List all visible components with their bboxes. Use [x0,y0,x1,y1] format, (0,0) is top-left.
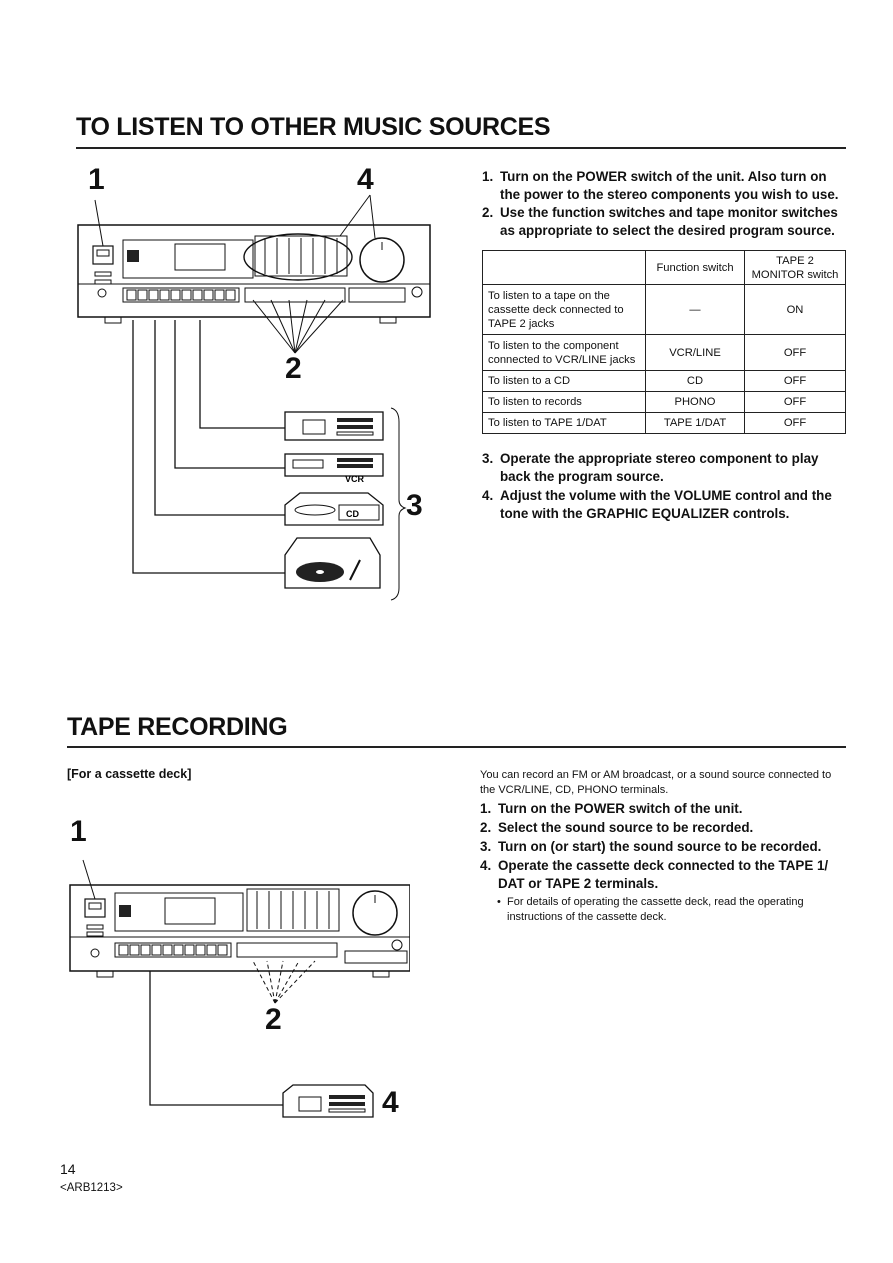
rec-step-1: 1. Turn on the POWER switch of the unit. [480,801,743,816]
cd-label: CD [346,509,359,519]
section-title-listen: TO LISTEN TO OTHER MUSIC SOURCES [76,113,551,141]
step-2: 2. Use the function switches and tape mo… [482,205,838,238]
table-row: To listen to TAPE 1/DAT TAPE 1/DAT OFF [482,412,846,434]
callout-2: 2 [285,352,302,385]
callout-3: 3 [406,489,423,522]
table-header-function: Function switch [645,250,745,285]
document-code: <ARB1213> [60,1182,123,1194]
section-rule-recording [67,746,846,748]
step-1: 1. Turn on the POWER switch of the unit.… [482,169,839,202]
rec-step-2: 2. Select the sound source to be recorde… [480,820,754,835]
table-row: To listen to records PHONO OFF [482,391,846,413]
callout-1: 1 [88,163,105,196]
receiver-connection-diagram: VCR CD [77,194,431,601]
recording-connection-diagram [69,859,410,1118]
rec-step-3: 3. Turn on (or start) the sound source t… [480,839,822,854]
table-header-monitor: TAPE 2 MONITOR switch [744,250,846,285]
table-row: To listen to the component connected to … [482,334,846,371]
rec-callout-4: 4 [382,1086,399,1119]
table-header-empty [482,250,646,285]
rec-callout-2: 2 [265,1003,282,1036]
rec-callout-1: 1 [70,815,87,848]
table-row: To listen to a tape on the cassette deck… [482,284,846,335]
vcr-label: VCR [345,474,365,484]
subtitle-cassette: [For a cassette deck] [67,767,192,781]
table-row: To listen to a CD CD OFF [482,370,846,392]
section-rule-listen [76,147,846,149]
function-table: Function switch TAPE 2 MONITOR switch To… [482,250,846,434]
callout-4: 4 [357,163,374,196]
page-number: 14 [60,1161,76,1177]
recording-intro: You can record an FM or AM broadcast, or… [480,769,832,796]
step-3: 3. Operate the appropriate stereo compon… [482,451,819,484]
section-title-recording: TAPE RECORDING [67,713,288,741]
step-4: 4. Adjust the volume with the VOLUME con… [482,488,832,521]
rec-step-4: 4. Operate the cassette deck connected t… [480,858,829,891]
